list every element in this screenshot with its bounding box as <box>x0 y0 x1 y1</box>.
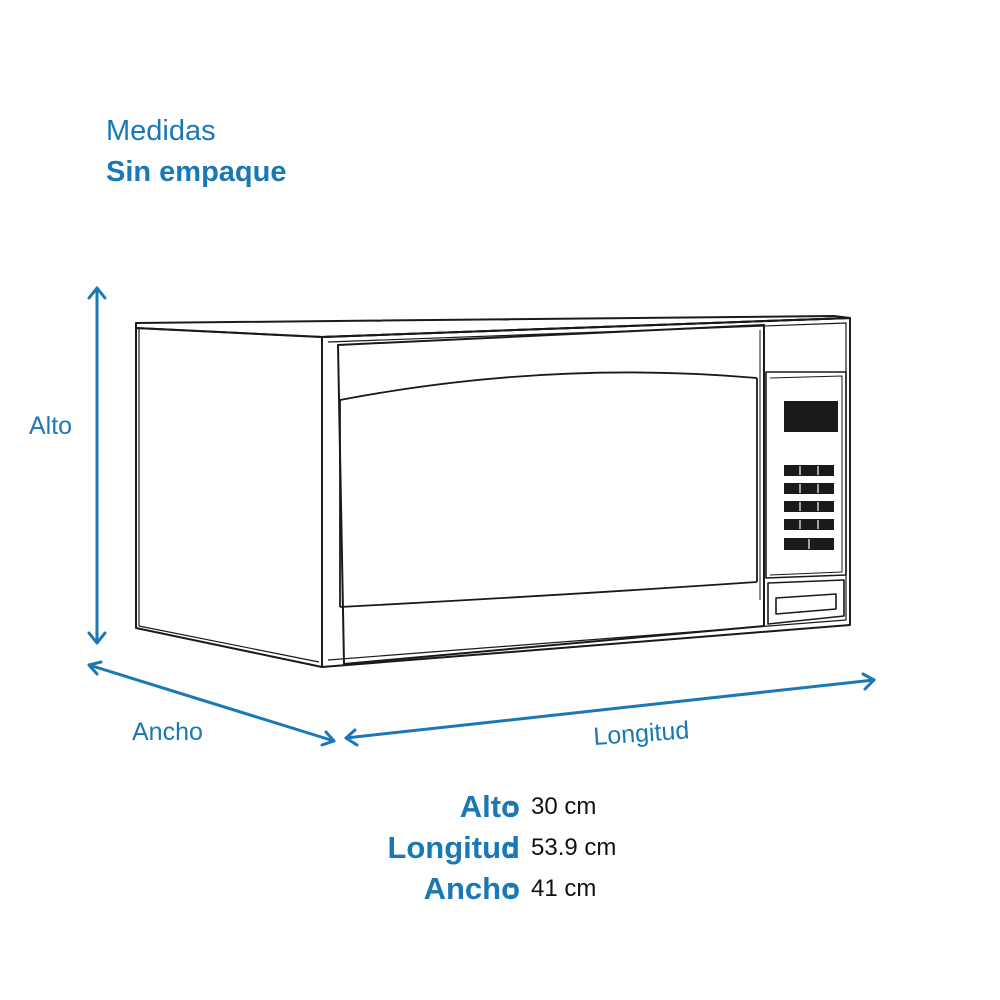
width-label: Ancho <box>132 718 203 746</box>
control-display <box>784 401 838 432</box>
height-arrow <box>87 286 107 645</box>
length-label: Longitud <box>592 716 690 751</box>
control-panel <box>765 371 847 579</box>
spec-key: Alto <box>459 789 520 824</box>
spec-value: 41 cm <box>531 875 597 902</box>
header-subtitle: Sin empaque <box>106 156 287 188</box>
keypad-buttons <box>784 465 834 550</box>
spec-key: Longitud <box>387 830 520 865</box>
spec-value: 53.9 cm <box>531 834 617 861</box>
length-arrow <box>344 672 876 747</box>
spec-row-length: Longitud : 53.9 cm <box>0 826 1000 870</box>
spec-colon: : <box>506 789 517 824</box>
header-title: Medidas <box>106 115 216 147</box>
spec-key: Ancho <box>423 871 520 906</box>
spec-row-height: Alto : 30 cm <box>0 785 1000 829</box>
spec-row-width: Ancho : 41 cm <box>0 867 1000 911</box>
spec-colon: : <box>506 830 517 865</box>
microwave-side-face <box>135 323 323 668</box>
door-release-button <box>767 579 845 625</box>
height-label: Alto <box>29 412 72 440</box>
spec-value: 30 cm <box>531 793 597 820</box>
microwave-illustration <box>135 315 851 668</box>
width-arrow <box>87 660 336 747</box>
microwave-door <box>337 324 765 665</box>
spec-colon: : <box>506 871 517 906</box>
microwave-front-face <box>321 317 851 668</box>
